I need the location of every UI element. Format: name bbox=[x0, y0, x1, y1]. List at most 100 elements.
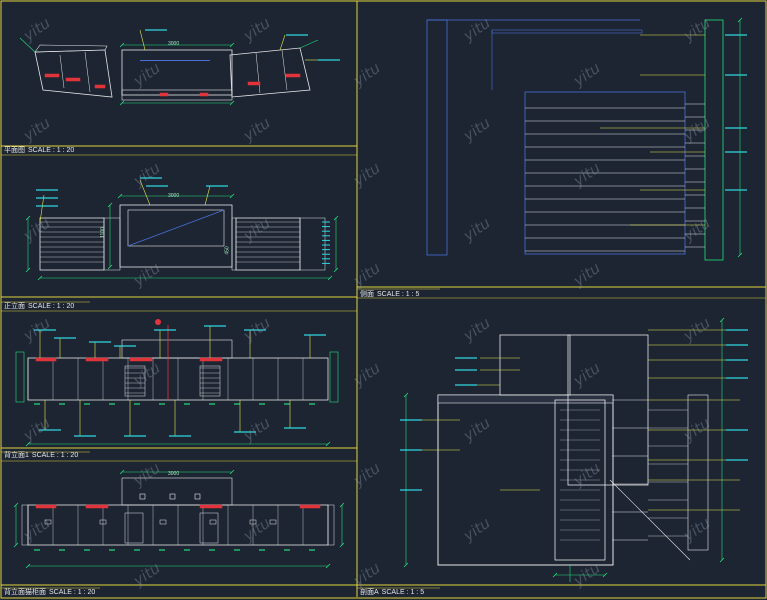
panel-title: 剖面A bbox=[360, 589, 379, 596]
red-panel bbox=[35, 504, 57, 509]
red-panel bbox=[65, 77, 81, 82]
plan-divider bbox=[59, 54, 65, 89]
leader-line bbox=[39, 194, 45, 223]
dim-tick bbox=[229, 193, 235, 199]
dim-tick bbox=[119, 469, 125, 475]
dim-tick bbox=[403, 392, 409, 398]
section-a-diagonal bbox=[609, 479, 691, 561]
dim-tick bbox=[325, 563, 331, 569]
dim-tick bbox=[403, 562, 409, 568]
dim-tick bbox=[107, 202, 113, 208]
leader-line bbox=[139, 179, 151, 206]
dimension-plan-right bbox=[299, 39, 319, 49]
dim-tick bbox=[229, 469, 235, 475]
dim-tick bbox=[339, 502, 345, 508]
side-top-rail bbox=[491, 29, 643, 34]
dim-tick bbox=[117, 193, 123, 199]
back2-top-icon bbox=[169, 493, 176, 500]
dim-tick bbox=[229, 100, 235, 106]
red-panel bbox=[299, 504, 321, 509]
plan-left-wing-top bbox=[34, 44, 108, 53]
back1-stair-2 bbox=[199, 365, 221, 397]
panel-title: 正立面 bbox=[4, 303, 25, 310]
dimension-back2-top: 3000 bbox=[168, 471, 180, 477]
plan-right-wing bbox=[229, 47, 311, 98]
panel-scale: SCALE : 1 : 20 bbox=[49, 589, 96, 596]
plan-center-body bbox=[121, 49, 233, 96]
panel-title: 背立面猫柜面 bbox=[4, 589, 46, 596]
red-panel bbox=[85, 504, 109, 509]
dimension-plan-top: 3000 bbox=[168, 41, 180, 47]
back1-red-marker bbox=[155, 319, 161, 325]
section-a-top-slab bbox=[437, 394, 614, 404]
panel-scale: SCALE : 1 : 20 bbox=[28, 147, 75, 154]
panel-title: 平面图 bbox=[4, 147, 25, 154]
dim-tick bbox=[119, 42, 125, 48]
back2-handle bbox=[159, 519, 167, 525]
leader-line bbox=[204, 185, 211, 206]
back2-handle bbox=[44, 519, 52, 525]
red-panel bbox=[199, 92, 209, 97]
back2-left-post bbox=[21, 504, 29, 546]
dim-tick bbox=[333, 267, 339, 273]
dim-tick bbox=[13, 542, 19, 548]
plan-divider bbox=[84, 51, 91, 93]
plan-divider bbox=[281, 49, 288, 91]
back1-right-bracket bbox=[329, 351, 339, 403]
plan-glass-line bbox=[140, 60, 210, 61]
dim-tick bbox=[327, 275, 333, 281]
dim-tick bbox=[107, 264, 113, 270]
side-left-wall bbox=[426, 19, 448, 256]
panel-scale: SCALE : 1 : 20 bbox=[28, 303, 75, 310]
red-panel bbox=[44, 73, 60, 78]
dim-tick bbox=[737, 17, 743, 23]
dim-tick bbox=[552, 572, 558, 578]
red-panel bbox=[199, 357, 223, 362]
back2-right-post bbox=[327, 504, 335, 546]
back1-left-bracket bbox=[15, 351, 25, 403]
dim-tick bbox=[25, 441, 31, 447]
panel-scale: SCALE : 1 : 5 bbox=[377, 291, 420, 298]
back2-stair bbox=[124, 512, 144, 544]
panel-scale: SCALE : 1 : 5 bbox=[381, 589, 425, 596]
back1-stair bbox=[124, 365, 146, 397]
dim-tick bbox=[25, 563, 31, 569]
dimension-side-height: 450 bbox=[224, 246, 231, 255]
back2-top-box bbox=[121, 477, 233, 506]
red-panel bbox=[129, 357, 153, 362]
red-panel bbox=[94, 84, 106, 89]
dimension-front-height: 1100 bbox=[99, 227, 106, 238]
back2-handle bbox=[249, 519, 257, 525]
red-panel bbox=[285, 73, 301, 78]
dim-tick bbox=[333, 215, 339, 221]
dim-tick bbox=[719, 557, 725, 563]
red-panel bbox=[159, 92, 169, 97]
front-glass-diagonal bbox=[127, 209, 225, 247]
section-a-upper-box bbox=[499, 334, 571, 396]
dimension-plan-left bbox=[19, 37, 36, 53]
panel-title: 侧面 bbox=[360, 291, 374, 298]
back2-handle bbox=[209, 519, 217, 525]
dim-tick bbox=[13, 502, 19, 508]
red-panel bbox=[199, 504, 223, 509]
dim-tick bbox=[602, 572, 608, 578]
panel-title: 背立面1 bbox=[4, 452, 29, 459]
panel-scale: SCALE : 1 : 20 bbox=[31, 452, 79, 459]
front-left-post bbox=[103, 217, 121, 271]
dim-tick bbox=[25, 215, 31, 221]
front-right-return bbox=[299, 217, 326, 271]
front-right-post bbox=[231, 217, 237, 271]
dim-tick bbox=[25, 267, 31, 273]
dim-tick bbox=[119, 100, 125, 106]
front-right-cabinet bbox=[235, 217, 301, 271]
back2-stair-2 bbox=[199, 512, 219, 544]
